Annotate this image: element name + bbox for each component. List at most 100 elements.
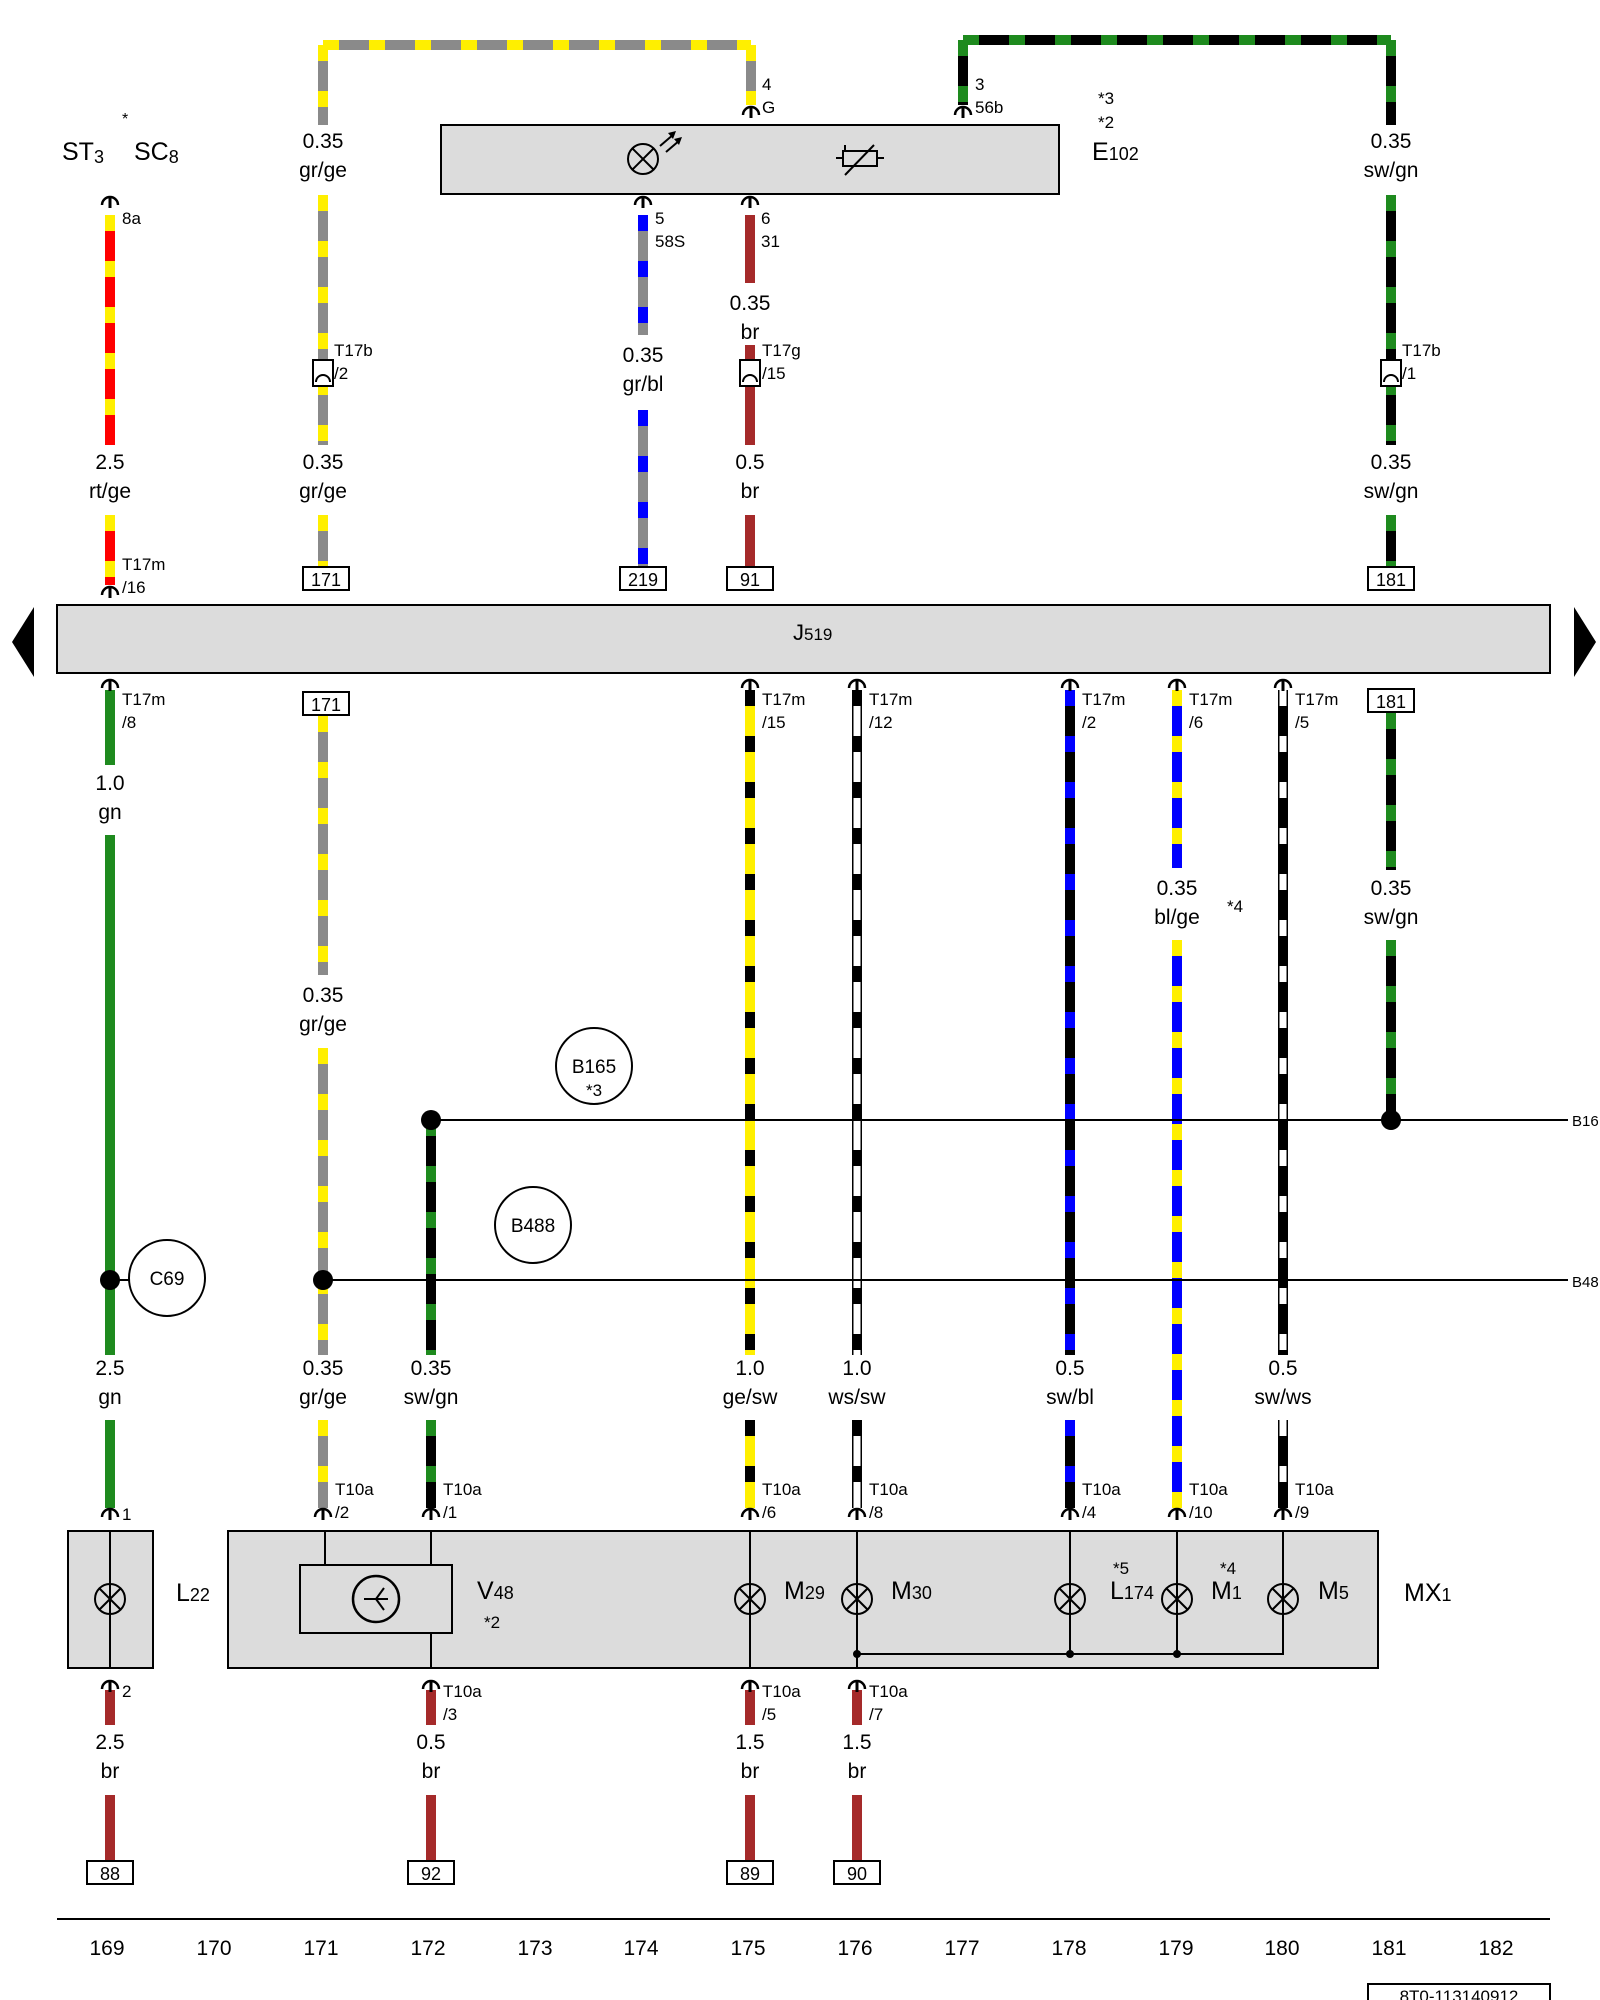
pin-t17m-8-label-pin: /8 <box>122 713 136 732</box>
e102-pin3-num: 3 <box>975 75 984 94</box>
pin-t17m-6-label-pin: /6 <box>1189 713 1203 732</box>
label-wire-swgn-2-size: 0.35 <box>1371 451 1412 474</box>
ref-mid-181-label: 181 <box>1376 692 1406 712</box>
scale-181: 181 <box>1371 1937 1406 1960</box>
ref-bottom-88-label: 88 <box>100 1864 120 1884</box>
scale-182: 182 <box>1478 1937 1513 1960</box>
label-wire-bottom-t10a-7-size: 1.5 <box>842 1731 871 1754</box>
labels-layer: ST3 * SC8 E102 *3 *2 J519 L22 MX1 V48 *2… <box>62 75 1599 2000</box>
scale-177: 177 <box>944 1937 979 1960</box>
label-wire-swws-size: 0.5 <box>1268 1357 1297 1380</box>
scale-176: 176 <box>837 1937 872 1960</box>
ref-top-219 <box>619 566 667 591</box>
conn-t17g-15-label-name: T17g <box>762 341 801 360</box>
label-wire-grbl-size: 0.35 <box>623 344 664 367</box>
scale-172: 172 <box>410 1937 445 1960</box>
pin-sc8-8a-label: 8a <box>122 209 141 228</box>
pin-t10a-7-label-name: T10a <box>869 1682 908 1701</box>
pin-t17m-2-label-pin: /2 <box>1082 713 1096 732</box>
conn-t17g-15-arc <box>742 374 758 383</box>
label-wire-bottom-l22-2-size: 2.5 <box>95 1731 124 1754</box>
l174-name: L174 <box>1110 1577 1154 1605</box>
pin-t10a-1-label-pin: /1 <box>443 1503 457 1522</box>
pin-t10a-1-label-name: T10a <box>443 1480 482 1499</box>
label-wire-bottom-t10a-5-code: br <box>741 1760 760 1783</box>
v48-name: V48 <box>477 1577 514 1605</box>
label-wire-gesw-size: 1.0 <box>735 1357 764 1380</box>
b165-note: *3 <box>586 1081 602 1100</box>
pin-t17m-15-label-name: T17m <box>762 690 805 709</box>
ref-mid-171-label: 171 <box>311 695 341 715</box>
conn-t17g-15-box <box>739 359 761 387</box>
return-junction-0 <box>853 1650 861 1658</box>
pin-t10a-5-label-name: T10a <box>762 1682 801 1701</box>
pin-t10a-2-label-pin: /2 <box>335 1503 349 1522</box>
e102-potentiometer-icon <box>836 144 884 176</box>
m5-lamp-icon <box>1267 1583 1299 1615</box>
pin-t10a-8-label-pin: /8 <box>869 1503 883 1522</box>
ref-top-91 <box>726 566 774 591</box>
pin-t10a-10-label-name: T10a <box>1189 1480 1228 1499</box>
arrow-right-icon[interactable] <box>1574 607 1596 677</box>
b165-name: B165 <box>572 1057 616 1078</box>
pin-t10a-7-label-pin: /7 <box>869 1705 883 1724</box>
e102-note-3: *3 <box>1098 89 1114 108</box>
scale-174: 174 <box>623 1937 658 1960</box>
m29-lamp-icon <box>734 1583 766 1615</box>
label-wire-wssw-size: 1.0 <box>842 1357 871 1380</box>
pin-t17m-16-label-name: T17m <box>122 555 165 574</box>
b488-circle <box>494 1186 572 1264</box>
splice-b488-grge <box>313 1270 333 1290</box>
conn-t17b-1-box <box>1380 359 1402 387</box>
l22-name: L22 <box>176 1579 210 1607</box>
v48-motor-icon <box>351 1574 401 1624</box>
pin-t10a-5-label-pin: /5 <box>762 1705 776 1724</box>
e102-note-2: *2 <box>1098 113 1114 132</box>
label-wire-gn-10-code: gn <box>98 801 121 824</box>
pin-t17m-8-label-name: T17m <box>122 690 165 709</box>
pin-t10a-4-label-name: T10a <box>1082 1480 1121 1499</box>
ref-mid-171 <box>302 691 350 716</box>
pin-t10a-3-label-pin: /3 <box>443 1705 457 1724</box>
label-wire-grge-1-code: gr/ge <box>299 159 347 182</box>
label-wire-swgn-3-size: 0.35 <box>411 1357 452 1380</box>
conn-t17b-1-label-pin: /1 <box>1402 364 1416 383</box>
pin-t10a-8-label-name: T10a <box>869 1480 908 1499</box>
m1-lamp-icon <box>1161 1583 1193 1615</box>
pin-t17m-5-label-name: T17m <box>1295 690 1338 709</box>
label-wire-swws-code: sw/ws <box>1254 1386 1311 1409</box>
label-wire-gn-10-size: 1.0 <box>95 772 124 795</box>
e102-pin5-num: 5 <box>655 209 664 228</box>
arrow-left-icon[interactable] <box>12 607 34 677</box>
pin-t17m-12-label-name: T17m <box>869 690 912 709</box>
label-wire-swgn-3-code: sw/gn <box>404 1386 459 1409</box>
ref-bottom-90-label: 90 <box>847 1864 867 1884</box>
e102-name: E102 <box>1092 138 1139 166</box>
label-wire-rtge-code: rt/ge <box>89 480 131 503</box>
label-wire-br-05-code: br <box>741 480 760 503</box>
label-wire-bottom-t10a-3-code: br <box>422 1760 441 1783</box>
return-junction-1 <box>1066 1650 1074 1658</box>
conn-t17b-2-label-name: T17b <box>334 341 373 360</box>
pin-t10a-4-label-pin: /4 <box>1082 1503 1096 1522</box>
pin-t17m-2-label-name: T17m <box>1082 690 1125 709</box>
scale-179: 179 <box>1158 1937 1193 1960</box>
label-wire-swgn-4-size: 0.35 <box>1371 877 1412 900</box>
label-wire-grge-1-size: 0.35 <box>303 130 344 153</box>
c69-name: C69 <box>150 1269 185 1290</box>
conn-t17b-1-arc <box>1383 374 1399 383</box>
label-wire-bottom-l22-2-code: br <box>101 1760 120 1783</box>
ref-top-181-label: 181 <box>1376 570 1406 590</box>
label-wire-grge-4-code: gr/ge <box>299 1386 347 1409</box>
doc-id-box <box>1367 1983 1551 2000</box>
label-wire-blge-code: bl/ge <box>1154 906 1200 929</box>
scale-180: 180 <box>1264 1937 1299 1960</box>
label-wire-grbl-code: gr/bl <box>623 373 664 396</box>
pin-t17m-12-label-pin: /12 <box>869 713 893 732</box>
splice-b165-right <box>1381 1110 1401 1130</box>
label-wire-swgn-1-size: 0.35 <box>1371 130 1412 153</box>
pin-l22-2-label: 2 <box>122 1682 131 1701</box>
pin-t10a-10-label-pin: /10 <box>1189 1503 1213 1522</box>
label-wire-swgn-2-code: sw/gn <box>1364 480 1419 503</box>
